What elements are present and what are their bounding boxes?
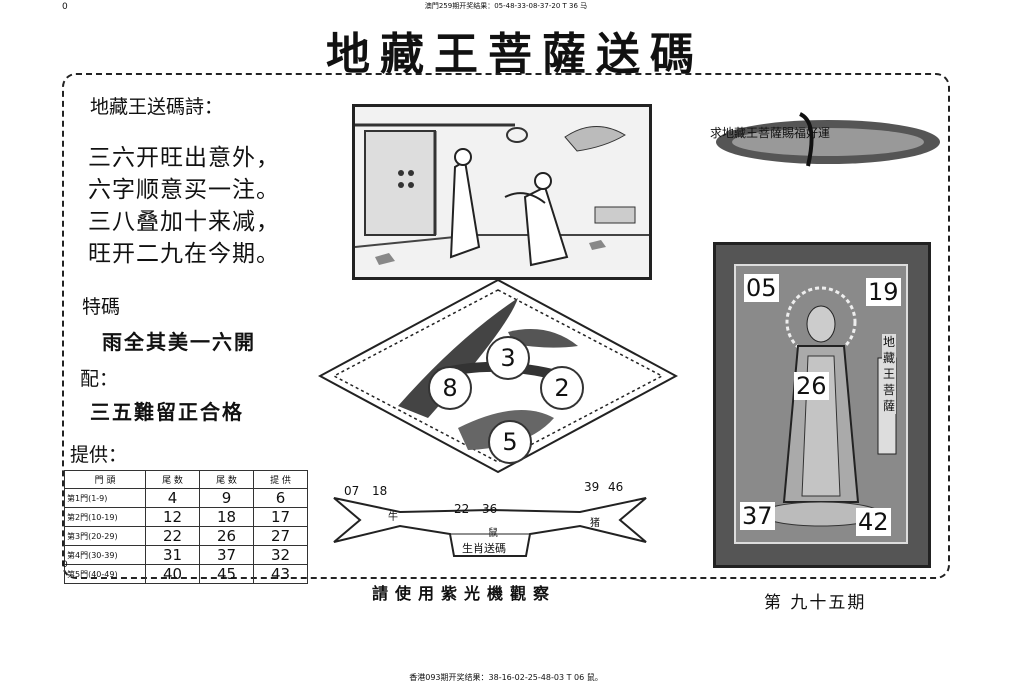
poem-line-3: 三八叠加十来减， bbox=[88, 209, 280, 235]
number-table: 門 頭 尾 数 尾 数 提 供 第1門(1-9) 4 9 6 第2門(10-19… bbox=[64, 470, 308, 584]
issue-number: 第 九十五期 bbox=[764, 593, 867, 613]
ribbon-number: 22 bbox=[454, 502, 470, 516]
brush-stroke-graphic bbox=[716, 112, 940, 167]
god-number-br: 42 bbox=[856, 508, 891, 536]
dashed-frame bbox=[62, 73, 950, 579]
table-row: 第3門(20-29) 22 26 27 bbox=[64, 526, 308, 546]
provide-label: 提供： bbox=[70, 444, 128, 466]
ribbon-label: 生肖送碼 bbox=[462, 542, 506, 555]
bottom-result-note: 香港093期开奖结果：38-16-02-25-48-03 T 06 鼠。 bbox=[409, 673, 603, 682]
god-number-bl: 37 bbox=[740, 502, 775, 530]
ribbon-tag-center: 鼠 bbox=[488, 528, 498, 539]
uv-light-note: 請使用紫光機觀察 bbox=[372, 584, 557, 603]
scene-illustration bbox=[352, 104, 652, 280]
table-header-row: 門 頭 尾 数 尾 数 提 供 bbox=[64, 470, 308, 489]
table-cell: 43 bbox=[253, 564, 308, 584]
god-inner-frame bbox=[734, 264, 908, 544]
table-cell: 6 bbox=[253, 488, 308, 508]
poem-line-2: 六字顺意买一注。 bbox=[88, 177, 280, 203]
table-cell: 40 bbox=[145, 564, 200, 584]
row-label: 第5門(40-49) bbox=[64, 564, 146, 584]
row-label: 第1門(1-9) bbox=[64, 488, 146, 508]
special-label: 特碼 bbox=[82, 296, 121, 318]
lucky-ball-top: 3 bbox=[486, 336, 530, 380]
table-cell: 31 bbox=[145, 545, 200, 565]
row-label: 第4門(30-39) bbox=[64, 545, 146, 565]
special-text: 雨全其美一六開 bbox=[102, 330, 256, 354]
god-number-tr: 19 bbox=[866, 278, 901, 306]
ribbon-number: 39 bbox=[584, 480, 600, 494]
god-figure bbox=[736, 266, 906, 542]
ribbon-graphic bbox=[333, 497, 647, 557]
table-cell: 12 bbox=[145, 507, 200, 527]
scene-drawing bbox=[354, 107, 649, 277]
table-row: 第1門(1-9) 4 9 6 bbox=[64, 488, 308, 508]
banner-text: 求地藏王菩薩賜福好運 bbox=[710, 126, 831, 140]
poem-title: 地藏王送碼詩： bbox=[90, 96, 224, 118]
corner-mark: 0 bbox=[62, 2, 68, 12]
table-header-cell: 尾 数 bbox=[145, 470, 200, 489]
table-header-cell: 提 供 bbox=[253, 470, 308, 489]
pair-text: 三五難留正合格 bbox=[90, 400, 244, 424]
table-cell: 9 bbox=[199, 488, 254, 508]
table-corner-mark: 0 bbox=[62, 560, 68, 570]
lucky-ball-right: 2 bbox=[540, 366, 584, 410]
table-cell: 37 bbox=[199, 545, 254, 565]
poem-line-1: 三六开旺出意外， bbox=[88, 145, 280, 171]
ribbon-tag-left: 牛 bbox=[388, 512, 398, 523]
table-cell: 32 bbox=[253, 545, 308, 565]
table-header-cell: 尾 数 bbox=[199, 470, 254, 489]
table-cell: 17 bbox=[253, 507, 308, 527]
table-cell: 4 bbox=[145, 488, 200, 508]
banner-brush-stroke bbox=[708, 112, 940, 170]
row-label: 第2門(10-19) bbox=[64, 507, 146, 527]
table-cell: 22 bbox=[145, 526, 200, 546]
table-row: 第5門(40-49) 40 45 43 bbox=[64, 564, 308, 584]
ribbon-number: 18 bbox=[372, 484, 388, 498]
pair-label: 配： bbox=[80, 368, 119, 390]
table-row: 第2門(10-19) 12 18 17 bbox=[64, 507, 308, 527]
zodiac-ribbon bbox=[330, 486, 650, 566]
god-side-text: 地藏王菩薩 bbox=[882, 334, 896, 414]
poem-line-4: 旺开二九在今期。 bbox=[88, 241, 280, 267]
table-cell: 45 bbox=[199, 564, 254, 584]
lucky-ball-bottom: 5 bbox=[488, 420, 532, 464]
ribbon-number: 46 bbox=[608, 480, 624, 494]
row-label: 第3門(20-29) bbox=[64, 526, 146, 546]
lucky-ball-left: 8 bbox=[428, 366, 472, 410]
ribbon-tag-right: 猪 bbox=[590, 518, 600, 529]
ribbon-number: 07 bbox=[344, 484, 360, 498]
table-cell: 27 bbox=[253, 526, 308, 546]
ribbon-number: 36 bbox=[482, 502, 498, 516]
table-cell: 18 bbox=[199, 507, 254, 527]
table-row: 第4門(30-39) 31 37 32 bbox=[64, 545, 308, 565]
top-result-note: 澳門259期开奖结果：05-48-33-08-37-20 T 36 马 bbox=[424, 2, 588, 10]
page-title: 地藏王菩薩送碼 bbox=[326, 29, 704, 80]
table-cell: 26 bbox=[199, 526, 254, 546]
god-number-center: 26 bbox=[794, 372, 829, 400]
god-number-tl: 05 bbox=[744, 274, 779, 302]
table-header-cell: 門 頭 bbox=[64, 470, 146, 489]
